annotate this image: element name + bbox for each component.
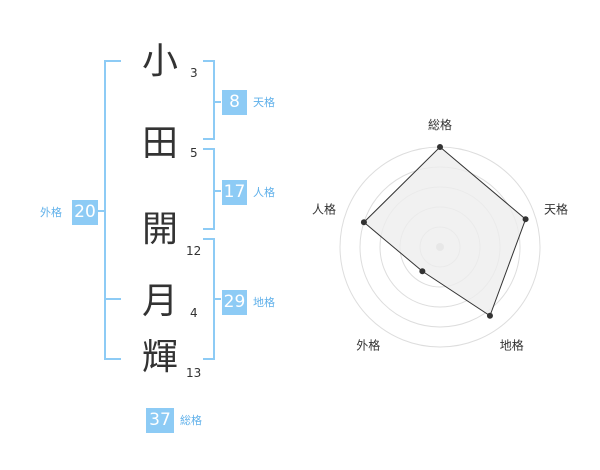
chikaku-bracket-spine [213,238,215,360]
name-char-1: 小 [141,41,178,82]
gaikaku-bracket-spine [104,60,106,360]
radar-point-5 [360,219,367,226]
radar-axis-label-3: 地格 [500,338,524,353]
radar-axis-label-5: 人格 [312,201,336,216]
tenkaku-bracket-bottom [203,138,215,140]
radar-point-4 [419,268,426,275]
tenkaku-label: 天格 [253,96,275,109]
gaikaku-bracket-mid [105,298,121,300]
tenkaku-bracket-spine [213,60,215,140]
radar-axis-label-1: 総格 [428,117,452,132]
jinkaku-bracket-top [203,148,215,150]
chikaku-bracket-bottom [203,358,215,360]
stroke-count-4: 4 [190,306,198,320]
tenkaku-value: 8 [222,90,247,115]
jinkaku-label: 人格 [253,186,275,199]
stroke-count-5: 13 [186,366,202,380]
radar-axis-label-4: 外格 [356,338,380,353]
name-char-2: 田 [141,123,178,164]
gaikaku-bracket-tick [97,210,105,212]
name-char-4: 月 [141,281,178,322]
stroke-count-2: 5 [190,146,198,160]
chikaku-label: 地格 [253,296,275,309]
chikaku-value: 29 [222,290,247,315]
radar-point-3 [486,312,493,319]
radar-axis-label-2: 天格 [544,201,568,216]
jinkaku-bracket-spine [213,148,215,230]
jinkaku-bracket-tick [215,190,221,192]
gaikaku-bracket-top [105,60,121,62]
tenkaku-bracket-tick [215,101,221,103]
tenkaku-bracket-top [203,60,215,62]
radar-point-2 [522,216,529,223]
radar-point-1 [437,144,443,150]
gaikaku-bracket-bottom [105,358,121,360]
name-char-5: 輝 [141,337,178,378]
jinkaku-value: 17 [222,180,247,205]
soukaku-value: 37 [146,408,174,433]
name-char-3: 開 [141,209,178,250]
stroke-count-1: 3 [190,66,198,80]
chikaku-bracket-tick [215,298,221,300]
gaikaku-value: 20 [72,200,98,225]
soukaku-label: 総格 [180,414,202,427]
chikaku-bracket-top [203,238,215,240]
gaikaku-label: 外格 [40,206,62,219]
radar-area [363,146,527,317]
jinkaku-bracket-bottom [203,228,215,230]
stroke-count-3: 12 [186,244,202,258]
